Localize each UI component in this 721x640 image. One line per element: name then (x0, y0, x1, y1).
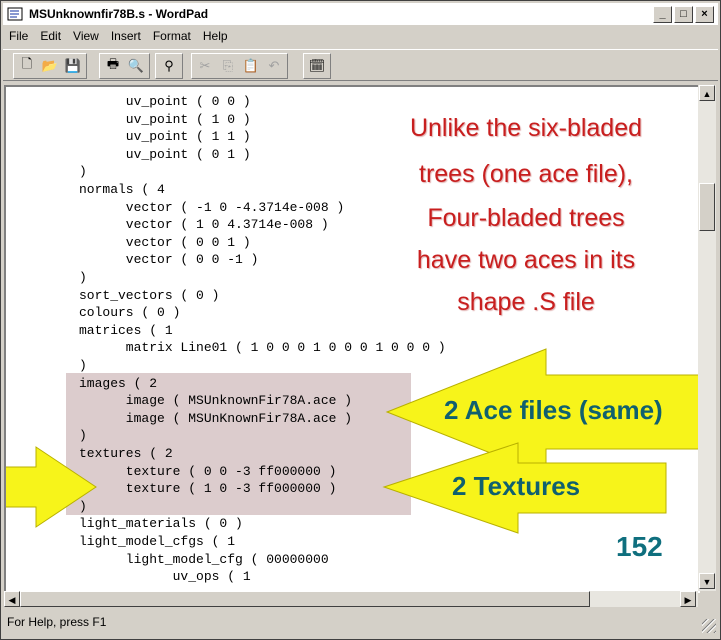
toolbar-group: 🖶🔍 (99, 53, 150, 79)
paste-button[interactable]: 📋 (240, 55, 262, 77)
code-line: vector ( 0 0 1 ) (79, 234, 251, 250)
menu-help[interactable]: Help (202, 29, 228, 43)
code-line: vector ( 1 0 4.3714e-008 ) (79, 217, 329, 233)
copy-icon: ⎘ (222, 58, 234, 73)
caption-line: trees (one ace file), (419, 160, 633, 188)
code-line: light_materials ( 0 ) (79, 516, 243, 532)
code-line: ) (79, 164, 87, 180)
code-line: colours ( 0 ) (79, 305, 181, 321)
menu-format[interactable]: Format (152, 29, 191, 43)
toolbar-group: ⚲ (155, 53, 183, 79)
copy-button[interactable]: ⎘ (217, 55, 239, 77)
code-line: ) (79, 270, 87, 285)
date-time-icon: 🗓 (308, 58, 326, 73)
wordpad-icon (7, 7, 23, 21)
textures-arrow (382, 442, 667, 534)
code-line: matrix Line01 ( 1 0 0 0 1 0 0 0 1 0 0 0 … (79, 340, 446, 356)
save-icon: 💾 (64, 58, 82, 73)
code-line: images ( 2 (79, 375, 158, 391)
code-line: uv_point ( 0 0 ) (79, 94, 251, 109)
paste-icon: 📋 (242, 58, 260, 73)
window-title: MSUnknownfir78B.s - WordPad (29, 7, 209, 21)
horizontal-scrollbar[interactable]: ◀ ▶ (4, 591, 698, 607)
code-line: image ( MSUnKnownFir78A.ace ) (79, 410, 353, 426)
code-line: uv_point ( 1 1 ) (79, 129, 251, 145)
new-button[interactable]: 🗋 (16, 55, 38, 77)
scroll-right-button[interactable]: ▶ (680, 591, 696, 607)
code-line: ) (79, 498, 87, 514)
code-line: texture ( 0 0 -3 ff000000 ) (79, 463, 337, 479)
code-line: matrices ( 1 (79, 322, 173, 338)
print-preview-icon: 🔍 (127, 58, 145, 73)
code-line: uv_point ( 1 0 ) (79, 111, 251, 127)
print-button[interactable]: 🖶 (102, 55, 124, 77)
undo-icon: ↶ (268, 58, 280, 73)
open-icon: 📂 (41, 58, 59, 73)
cut-button[interactable]: ✂ (194, 55, 216, 77)
code-line: normals ( 4 (79, 182, 165, 197)
minimize-button[interactable]: _ (653, 6, 672, 23)
page-number: 152 (616, 531, 663, 562)
menu-file[interactable]: File (9, 29, 29, 43)
highlighted-block (66, 372, 411, 516)
scroll-left-button[interactable]: ◀ (4, 591, 20, 607)
ace-files-label: 2 Ace files (same) (444, 395, 663, 425)
document-area[interactable]: uv_point ( 0 0 ) uv_point ( 1 0 ) uv_poi… (4, 85, 700, 593)
code-line: texture ( 1 0 -3 ff000000 ) (79, 481, 337, 497)
left-pointer-arrow (6, 446, 97, 528)
find-button[interactable]: ⚲ (158, 55, 180, 77)
caption-line: Unlike the six-bladed (409, 114, 643, 142)
scroll-up-button[interactable]: ▲ (699, 85, 715, 101)
caption-line: shape .S file (457, 288, 595, 316)
status-text: For Help, press F1 (7, 615, 107, 629)
print-icon: 🖶 (106, 56, 120, 71)
print-preview-button[interactable]: 🔍 (125, 55, 147, 77)
code-line: light_model_cfgs ( 1 (79, 534, 236, 549)
toolbar-group: 🗋 📂 💾 (13, 53, 87, 79)
menu-bar: File Edit View Insert Format Help (3, 27, 234, 47)
caption-line: have two aces in its (416, 246, 636, 274)
horizontal-scroll-thumb[interactable] (20, 591, 590, 607)
title-bar[interactable]: MSUnknownfir78B.s - WordPad _ □ × (3, 3, 718, 25)
vertical-scroll-thumb[interactable] (699, 183, 715, 231)
toolbar-group: 🗓 (303, 53, 331, 79)
caption-line: Four-bladed trees (427, 204, 625, 232)
toolbar-group: ✂ ⎘ 📋 ↶ (191, 53, 288, 79)
resize-grip[interactable] (702, 619, 716, 633)
code-line: ) (79, 358, 87, 373)
code-line: vector ( -1 0 -4.3714e-008 ) (79, 199, 345, 215)
code-line: image ( MSUnknownFir78A.ace ) (79, 393, 353, 409)
code-line: uv_point ( 0 1 ) (79, 146, 251, 162)
save-button[interactable]: 💾 (62, 55, 84, 77)
menu-view[interactable]: View (73, 29, 99, 43)
date-time-button[interactable]: 🗓 (306, 55, 328, 77)
code-line: vector ( 0 0 -1 ) (79, 252, 259, 268)
find-icon: ⚲ (164, 58, 174, 73)
code-line: sort_vectors ( 0 ) (79, 287, 220, 303)
code-line: uv_ops ( 1 (79, 569, 251, 585)
close-button[interactable]: × (695, 6, 714, 23)
vertical-scrollbar[interactable]: ▲ ▼ (698, 85, 716, 591)
code-line: ) (79, 428, 87, 444)
textures-label: 2 Textures (452, 471, 581, 501)
toolbar: 🗋📂💾🖶🔍⚲✂⎘📋↶🗓 (3, 49, 718, 81)
menu-edit[interactable]: Edit (40, 29, 62, 43)
menu-insert[interactable]: Insert (110, 29, 141, 43)
code-line: light_model_cfg ( 00000000 (79, 551, 329, 567)
arrows-layer (6, 348, 698, 534)
cut-icon: ✂ (199, 58, 211, 73)
undo-button[interactable]: ↶ (263, 55, 285, 77)
maximize-button[interactable]: □ (674, 6, 693, 23)
status-bar: For Help, press F1 (3, 611, 718, 633)
new-icon: 🗋 (21, 56, 33, 71)
scroll-down-button[interactable]: ▼ (699, 573, 715, 589)
open-button[interactable]: 📂 (39, 55, 61, 77)
code-line: textures ( 2 (79, 446, 173, 461)
